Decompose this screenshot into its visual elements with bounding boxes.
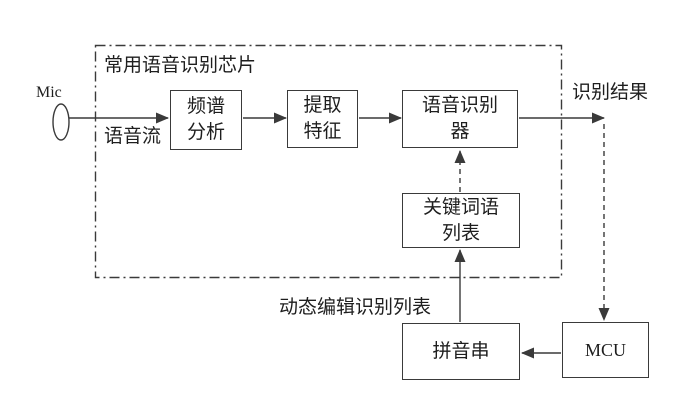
recognition-result-label: 识别结果 bbox=[572, 82, 649, 103]
box-speech-recognizer: 语音识别 器 bbox=[402, 90, 518, 148]
box-spectrum-analysis: 频谱 分析 bbox=[170, 90, 242, 150]
box-feature-extraction-label: 提取 特征 bbox=[303, 95, 342, 142]
mic-label: Mic bbox=[36, 84, 62, 101]
box-keyword-list-label: 关键词语 列表 bbox=[422, 196, 499, 244]
box-mcu: MCU bbox=[562, 322, 649, 378]
mic-symbol bbox=[52, 103, 70, 141]
box-spectrum-analysis-label: 频谱 分析 bbox=[186, 96, 225, 143]
box-mcu-label: MCU bbox=[584, 340, 626, 360]
chip-group-title: 常用语音识别芯片 bbox=[104, 55, 257, 76]
speech-stream-label: 语音流 bbox=[104, 126, 162, 147]
box-pinyin-string: 拼音串 bbox=[402, 323, 520, 380]
chip-boundary bbox=[94, 44, 563, 279]
box-pinyin-string-label: 拼音串 bbox=[432, 340, 490, 362]
box-feature-extraction: 提取 特征 bbox=[287, 90, 358, 148]
box-keyword-list: 关键词语 列表 bbox=[402, 193, 520, 248]
dynamic-edit-list-label: 动态编辑识别列表 bbox=[279, 297, 432, 318]
box-speech-recognizer-label: 语音识别 器 bbox=[421, 95, 498, 142]
